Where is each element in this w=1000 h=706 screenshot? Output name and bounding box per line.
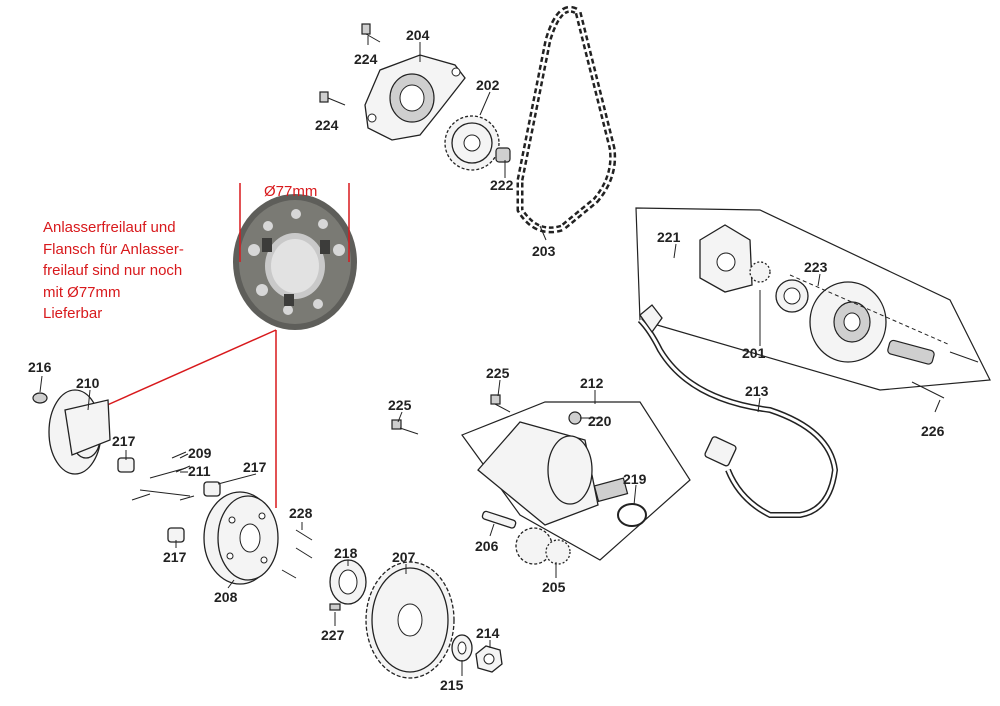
label-210: 210 bbox=[76, 375, 100, 391]
label-225-left: 225 bbox=[388, 397, 412, 413]
label-217-c: 217 bbox=[163, 549, 187, 565]
label-209: 209 bbox=[188, 445, 212, 461]
washer-215 bbox=[451, 634, 473, 662]
label-227: 227 bbox=[321, 627, 345, 643]
note-line-5: Lieferbar bbox=[43, 305, 102, 322]
label-217-b: 217 bbox=[243, 459, 267, 475]
label-leaders bbox=[39, 36, 941, 676]
label-211: 211 bbox=[188, 463, 211, 479]
label-213: 213 bbox=[745, 383, 769, 399]
label-215: 215 bbox=[440, 677, 464, 693]
axis-line-201 bbox=[789, 274, 951, 346]
label-223: 223 bbox=[804, 259, 828, 275]
springs-209-211 bbox=[131, 451, 195, 501]
label-222: 222 bbox=[490, 177, 514, 193]
label-212: 212 bbox=[580, 375, 604, 391]
label-226: 226 bbox=[921, 423, 945, 439]
group-box-201 bbox=[635, 207, 991, 391]
label-220: 220 bbox=[588, 413, 612, 429]
label-206: 206 bbox=[475, 538, 499, 554]
gear-207 bbox=[365, 561, 455, 679]
label-219: 219 bbox=[623, 471, 647, 487]
clutch-housing-201 bbox=[809, 281, 887, 363]
label-214: 214 bbox=[476, 625, 500, 641]
label-204: 204 bbox=[406, 27, 430, 43]
bolts-228 bbox=[281, 529, 313, 579]
label-224-top: 224 bbox=[354, 51, 378, 67]
screw-220 bbox=[568, 411, 582, 425]
part-labels: 204 224 224 202 222 203 221 223 201 226 … bbox=[28, 27, 945, 693]
group-box-212 bbox=[461, 401, 691, 561]
bolt-224-left bbox=[319, 91, 346, 106]
pin-216 bbox=[32, 392, 48, 404]
starter-clutch-208 bbox=[203, 491, 279, 585]
label-208: 208 bbox=[214, 589, 238, 605]
label-216: 216 bbox=[28, 359, 52, 375]
needle-bearing-218 bbox=[329, 559, 367, 605]
starter-motor-212 bbox=[477, 421, 629, 526]
note-line-2: Flansch für Anlasser- bbox=[43, 241, 184, 258]
starter-clutch-photo bbox=[233, 194, 357, 330]
roller-217-c bbox=[167, 527, 185, 543]
nut-214 bbox=[475, 645, 503, 673]
label-218: 218 bbox=[334, 545, 358, 561]
key-227 bbox=[329, 603, 341, 611]
roller-217-b bbox=[203, 481, 221, 497]
flange-210 bbox=[48, 389, 111, 475]
cable-213 bbox=[637, 304, 839, 518]
chain-203 bbox=[516, 5, 617, 234]
o-ring-219 bbox=[617, 503, 647, 527]
note-line-3: freilauf sind nur noch bbox=[43, 262, 182, 279]
shaft-201 bbox=[887, 339, 935, 365]
sprocket-202 bbox=[444, 115, 500, 171]
dimension-marker bbox=[239, 183, 350, 262]
label-202: 202 bbox=[476, 77, 500, 93]
label-207: 207 bbox=[392, 549, 416, 565]
label-228: 228 bbox=[289, 505, 313, 521]
roller-217-a bbox=[117, 457, 135, 473]
gear-205 bbox=[515, 527, 571, 565]
label-201: 201 bbox=[742, 345, 766, 361]
label-224-left: 224 bbox=[315, 117, 339, 133]
label-203: 203 bbox=[532, 243, 556, 259]
bolt-226 bbox=[911, 351, 979, 399]
bolt-224-top bbox=[361, 23, 381, 43]
roller-cage-201 bbox=[775, 279, 809, 313]
label-225-top: 225 bbox=[486, 365, 510, 381]
small-gear-223 bbox=[749, 261, 771, 283]
dimension-label: Ø77mm bbox=[264, 183, 317, 200]
note-line-1: Anlasserfreilauf und bbox=[43, 219, 176, 236]
gear-plate-221 bbox=[699, 224, 753, 293]
label-217-a: 217 bbox=[112, 433, 136, 449]
label-205: 205 bbox=[542, 579, 566, 595]
availability-note: Anlasserfreilauf und Flansch für Anlasse… bbox=[43, 219, 184, 322]
spacer-222 bbox=[495, 147, 511, 163]
bolt-225-left bbox=[391, 419, 419, 435]
plate-204 bbox=[364, 54, 466, 141]
callout-line-flange bbox=[104, 329, 277, 407]
bolt-225-top bbox=[490, 394, 511, 413]
pin-206 bbox=[481, 510, 517, 529]
label-221: 221 bbox=[657, 229, 681, 245]
note-line-4: mit Ø77mm bbox=[43, 284, 121, 301]
